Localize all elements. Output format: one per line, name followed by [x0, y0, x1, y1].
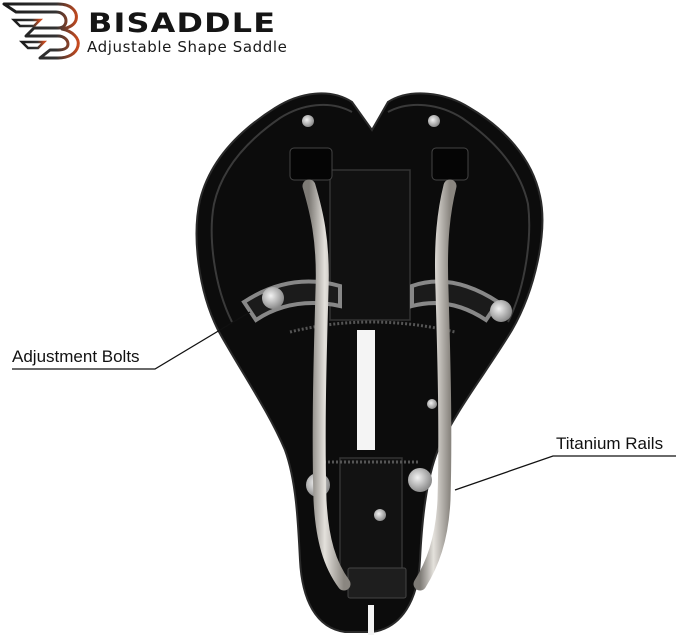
saddle-shell [195, 92, 544, 635]
brand-tagline: Adjustable Shape Saddle [87, 38, 288, 56]
brand-name: BISADDLE [88, 8, 277, 39]
winged-b-logo-icon [2, 2, 80, 60]
callout-titanium-rails: Titanium Rails [556, 434, 664, 453]
callout-lines [12, 311, 676, 491]
callout-adjustment-bolts: Adjustment Bolts [12, 347, 140, 366]
titanium-rails [302, 179, 457, 591]
brand-logo: BISADDLE Adjustable Shape Saddle [0, 0, 320, 62]
